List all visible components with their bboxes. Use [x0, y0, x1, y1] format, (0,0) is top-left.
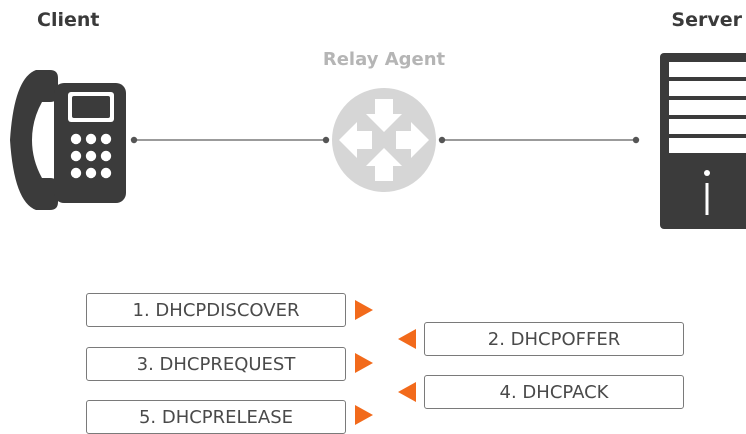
link-endpoint — [130, 136, 138, 144]
client-label: Client — [37, 9, 100, 31]
arrow-right-icon — [355, 405, 373, 425]
message-dhcpoffer: 2. DHCPOFFER — [424, 322, 684, 356]
link-endpoint — [322, 136, 330, 144]
server-label: Server — [671, 9, 742, 31]
arrow-right-icon — [355, 353, 373, 373]
arrow-left-icon — [398, 329, 416, 349]
desk-phone-icon — [10, 70, 126, 210]
link-endpoint — [632, 136, 640, 144]
arrow-right-icon — [355, 300, 373, 320]
router-icon — [332, 88, 436, 192]
message-dhcprelease: 5. DHCPRELEASE — [86, 400, 346, 434]
relay-agent-label: Relay Agent — [322, 49, 446, 70]
message-dhcpdiscover: 1. DHCPDISCOVER — [86, 293, 346, 327]
network-topology — [10, 53, 746, 229]
message-dhcpack: 4. DHCPACK — [424, 375, 684, 409]
message-dhcprequest: 3. DHCPREQUEST — [86, 347, 346, 381]
server-tower-icon — [660, 53, 746, 229]
link-endpoint — [438, 136, 446, 144]
arrow-left-icon — [398, 382, 416, 402]
network-links — [130, 136, 640, 144]
